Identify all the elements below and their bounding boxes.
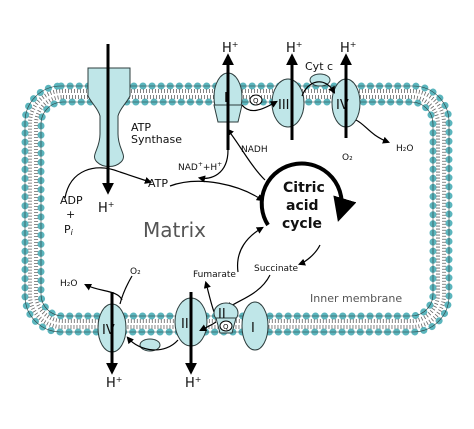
cycle-to-succinate-arrow: [297, 244, 321, 266]
complex-3-bottom-h: H+: [185, 375, 201, 391]
fumarate-to-cycle-arrow: [236, 226, 264, 273]
complex-1-bottom-label: I: [251, 321, 255, 336]
inner-membrane-label: Inner membrane: [310, 292, 402, 305]
atp-label: ATP: [148, 177, 168, 190]
ubiquinone-top: Q: [249, 94, 263, 106]
citric-acid-cycle-ring: [259, 161, 357, 227]
cyt-c-label: Cyt c: [305, 60, 333, 73]
electron-path-3-to-4: [301, 81, 336, 97]
q-top-label: Q: [253, 97, 259, 105]
o2-to-h2o-bottom: [84, 284, 123, 301]
fumarate-label: Fumarate: [193, 270, 236, 280]
nad-to-cycle-arrow: [169, 180, 264, 202]
atp-synthase-proton-label: H+: [98, 200, 114, 216]
electron-path-1-to-3: [241, 100, 278, 112]
complex-4-bottom-h: H+: [106, 375, 122, 391]
complex-3-to-4-bottom-arrow: [126, 336, 179, 351]
complex-4-top-h: H+: [340, 40, 356, 56]
complex-3-bottom-label: III: [181, 317, 193, 332]
o2-top-label: O₂: [342, 153, 353, 163]
nadh-to-complex-1-arrow: [226, 128, 266, 181]
h2o-bottom-label: H₂O: [60, 279, 77, 289]
nad-label: NAD++H+: [178, 161, 222, 173]
nadh-oxidation-arrow: [197, 149, 229, 183]
succinate-label: Succinate: [254, 264, 299, 274]
matrix-label: Matrix: [143, 218, 206, 242]
complex-2-to-fumarate-arrow: [203, 280, 215, 313]
complex-3-top-label: III: [278, 98, 290, 113]
adp-plus: +: [66, 208, 75, 221]
atp-synthase-label-line2: Synthase: [131, 133, 182, 146]
complex-1-bottom: I: [241, 301, 269, 351]
adp-to-atp-arrow: [64, 167, 153, 199]
complex-3-top: III: [271, 78, 305, 128]
o2-to-h2o-top: [355, 119, 391, 144]
adp-label: ADP: [60, 194, 83, 207]
nadh-label: NADH: [241, 145, 268, 155]
pi-label: Pi: [64, 223, 74, 237]
cycle-label-line3: cycle: [282, 216, 322, 232]
cycle-label-line1: Citric: [283, 180, 325, 196]
o2-bottom-label: O₂: [130, 267, 141, 277]
complex-2-bottom-label: II: [218, 307, 226, 322]
cycle-label-line2: acid: [286, 198, 319, 214]
complex-2-to-3-arrow: [199, 321, 217, 331]
h2o-top-label: H₂O: [396, 144, 413, 154]
complex-3-top-h: H+: [286, 40, 302, 56]
cytochrome-c-bottom: [139, 338, 161, 352]
complex-1-top-label: I: [224, 91, 228, 106]
o2-bottom-line: [119, 275, 133, 305]
q-bottom-label: Q: [223, 323, 229, 331]
atp-synthase-label-line1: ATP: [131, 121, 151, 134]
ubiquinone-bottom: Q: [219, 320, 233, 332]
complex-1-top-h: H+: [222, 40, 238, 56]
